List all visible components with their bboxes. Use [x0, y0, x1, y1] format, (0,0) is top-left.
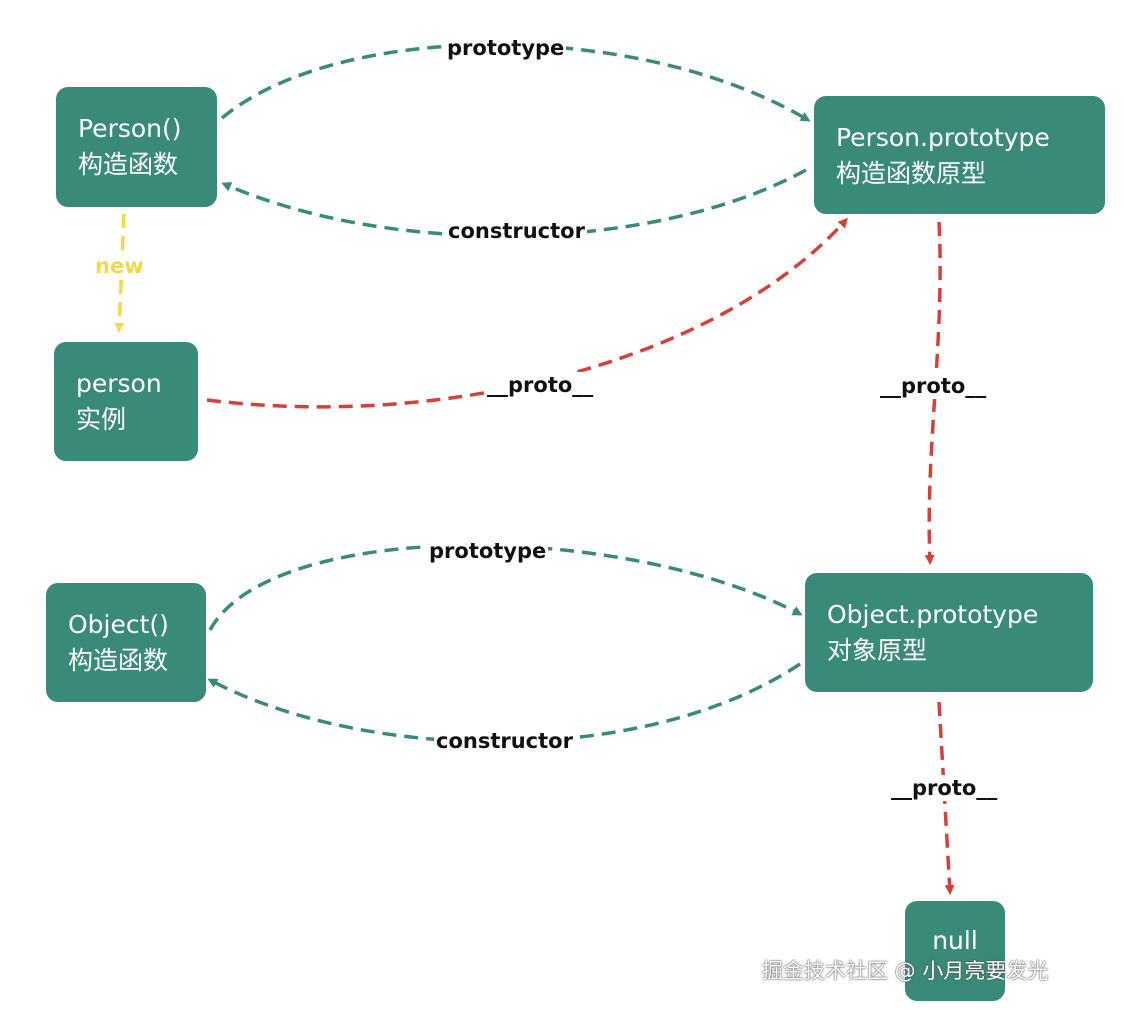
node-null: null — [905, 901, 1005, 1001]
edge-person-proto-proto — [924, 221, 942, 565]
edge-new — [114, 213, 126, 333]
node-person-constructor-subtitle: 构造函数 — [78, 150, 179, 179]
node-object-prototype-subtitle: 对象原型 — [827, 636, 928, 665]
label-object-constructor: constructor — [434, 728, 575, 754]
label-person-proto-proto: __proto__ — [878, 373, 989, 399]
label-new: new — [93, 253, 146, 279]
label-object-prototype: prototype — [427, 538, 549, 564]
node-object-prototype-title: Object.prototype — [827, 600, 1039, 629]
node-null-title: null — [932, 926, 978, 955]
node-person-prototype-title: Person.prototype — [836, 123, 1050, 152]
node-person-instance: person 实例 — [54, 342, 198, 461]
node-person-constructor-title: Person() — [78, 114, 182, 143]
watermark: 掘金技术社区 @ 小月亮要发光 — [762, 959, 1049, 983]
node-object-prototype: Object.prototype 对象原型 — [805, 573, 1093, 692]
node-person-instance-subtitle: 实例 — [76, 405, 127, 434]
node-object-constructor: Object() 构造函数 — [46, 583, 206, 702]
label-object-proto-proto: __proto__ — [889, 775, 1000, 801]
node-person-prototype-subtitle: 构造函数原型 — [836, 159, 987, 188]
node-person-prototype: Person.prototype 构造函数原型 — [814, 96, 1105, 214]
label-person-constructor: constructor — [446, 218, 587, 244]
node-object-constructor-title: Object() — [68, 610, 169, 639]
edge-instance-proto — [206, 217, 849, 409]
node-person-constructor: Person() 构造函数 — [56, 87, 217, 207]
label-person-prototype: prototype — [445, 35, 567, 61]
node-person-instance-title: person — [76, 369, 162, 398]
node-object-constructor-subtitle: 构造函数 — [68, 646, 169, 675]
label-instance-proto: __proto__ — [485, 372, 596, 398]
